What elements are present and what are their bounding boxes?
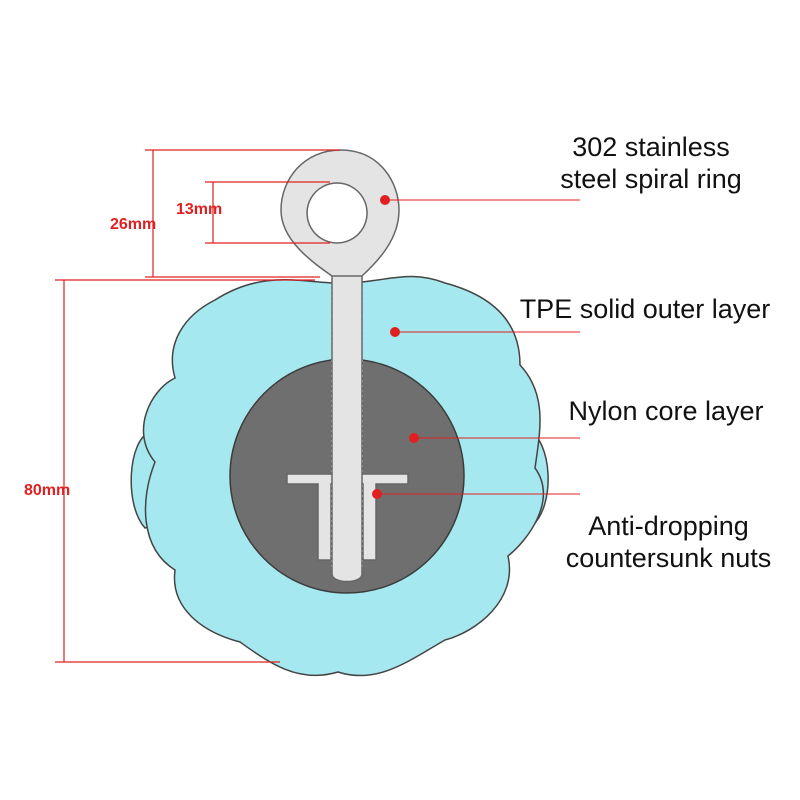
- callout-ring-line-1: 302 stainless: [572, 132, 730, 162]
- dimension-ring-hole: 13mm: [176, 201, 222, 218]
- callout-core-line-1: Nylon core layer: [568, 396, 764, 426]
- callout-leaders: [377, 199, 580, 495]
- callout-dot-core: [409, 433, 419, 443]
- callout-nuts-line-1: Anti-dropping: [588, 511, 749, 541]
- callout-label-outer: TPE solid outer layer: [500, 293, 790, 325]
- dimension-lines: [55, 149, 340, 663]
- callout-ring-line-2: steel spiral ring: [560, 164, 742, 194]
- callout-label-nuts: Anti-dropping countersunk nuts: [551, 510, 786, 574]
- callout-dot-ring: [380, 195, 390, 205]
- dimension-body-height: 80mm: [24, 482, 70, 499]
- callout-dots: [372, 195, 419, 499]
- callout-label-core: Nylon core layer: [546, 395, 786, 427]
- callout-label-ring: 302 stainless steel spiral ring: [540, 131, 762, 195]
- spiral-thread: [331, 290, 363, 570]
- callout-dot-outer: [390, 327, 400, 337]
- spiral-ring-eye: [280, 149, 400, 277]
- callout-dot-nuts: [372, 489, 382, 499]
- callout-nuts-line-2: countersunk nuts: [565, 543, 772, 573]
- callout-outer-line-1: TPE solid outer layer: [519, 294, 771, 324]
- dimension-ring-height: 26mm: [110, 216, 156, 233]
